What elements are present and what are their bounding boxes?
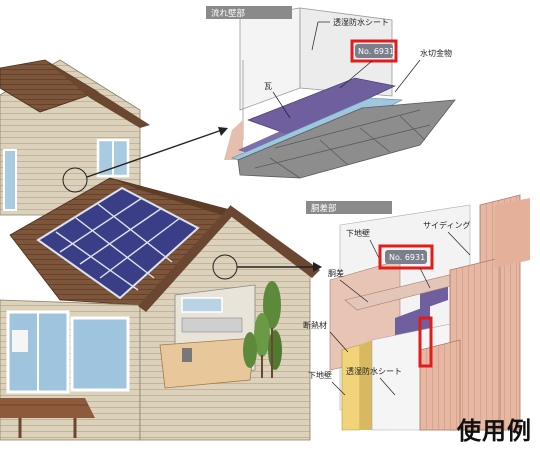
- product-tag-2: [385, 250, 427, 264]
- house: [0, 59, 320, 441]
- label-tile: 瓦: [264, 82, 272, 91]
- product-highlight-2: [378, 244, 434, 270]
- section-title-dousa: 胴差部: [311, 203, 337, 214]
- label-flashing: 水切金物: [420, 48, 452, 58]
- label-subwall-bottom: 下地壁: [308, 370, 332, 380]
- label-membrane-1: 透湿防水シート: [333, 17, 389, 27]
- product-highlight-1: [350, 39, 398, 63]
- label-dousa: 胴差: [328, 268, 344, 278]
- label-subwall-top: 下地壁: [346, 228, 370, 238]
- product-number-2: No. 6931: [389, 253, 425, 262]
- product-highlight-3: [418, 316, 433, 368]
- product-number-1: No. 6931: [358, 47, 394, 56]
- product-tag-1: [355, 44, 393, 58]
- section-title-nagare: 流れ壁部: [211, 8, 246, 19]
- caption-usage-example: 使用例: [457, 417, 532, 445]
- label-insulation: 断熱材: [303, 320, 327, 330]
- detail-nagare-kabe: 流れ壁部 透湿防水シート No. 6931 水切金物 瓦: [206, 6, 456, 179]
- detail-dousa: 胴差部 サイディング 下地壁 No. 6931 胴差 断熱材 下地壁 透湿防水シ…: [303, 194, 530, 431]
- solar-panel: [36, 186, 200, 300]
- label-siding: サイディング: [423, 220, 470, 230]
- label-membrane-2: 透湿防水シート: [346, 366, 402, 376]
- callout-arrows: [86, 127, 322, 272]
- trees: [243, 281, 282, 378]
